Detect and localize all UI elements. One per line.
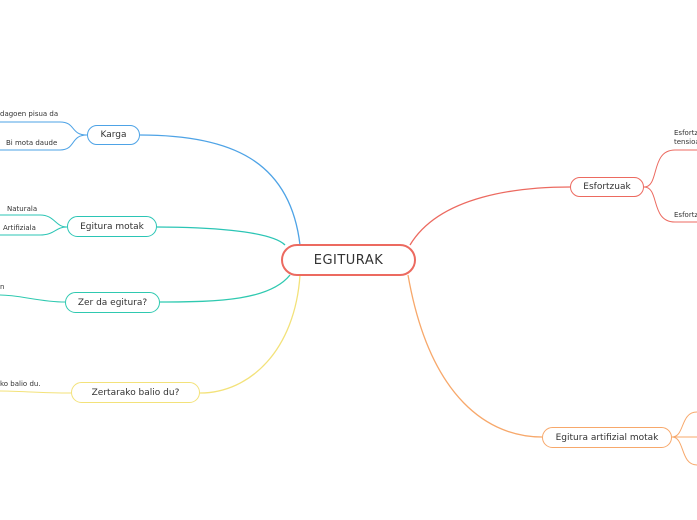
leaf-karga-2[interactable]: Bi mota daude (6, 139, 58, 147)
leaf-zertarako-1[interactable]: ko balio du. (0, 380, 41, 388)
line-karga (139, 134, 301, 246)
leaf-esfortzuak-1[interactable]: Esfortz (674, 129, 697, 137)
branch-zer-da[interactable]: Zer da egitura? (65, 292, 160, 313)
leaf-egitura-motak-2[interactable]: Artifiziala (3, 224, 36, 232)
line-zer-da (159, 274, 291, 303)
branch-zer-da-label: Zer da egitura? (77, 297, 148, 308)
branch-karga-label: Karga (100, 130, 127, 140)
branch-esfortzuak-label: Esfortzuak (583, 182, 631, 192)
line-artifizial (407, 274, 543, 438)
branch-zertarako[interactable]: Zertarako balio du? (71, 382, 200, 403)
leaf-esfortzuak-3[interactable]: Esfortz (674, 211, 697, 219)
branch-esfortzuak[interactable]: Esfortzuak (570, 177, 644, 197)
branch-egitura-motak[interactable]: Egitura motak (67, 216, 157, 237)
branch-karga[interactable]: Karga (87, 125, 140, 145)
center-node[interactable]: EGITURAK (281, 244, 416, 276)
line-egitura-motak (156, 226, 286, 246)
branch-artifizial[interactable]: Egitura artifizial motak (542, 427, 672, 448)
branch-egitura-motak-label: Egitura motak (80, 221, 144, 232)
branch-zertarako-label: Zertarako balio du? (91, 387, 180, 398)
leaf-karga-1[interactable]: dagoen pisua da (0, 110, 59, 118)
branch-artifizial-label: Egitura artifizial motak (555, 432, 659, 443)
leaf-esfortzuak-2[interactable]: tensioa (674, 138, 697, 146)
center-label: EGITURAK (313, 252, 384, 268)
leaf-zer-da-1[interactable]: n (0, 283, 5, 291)
line-zertarako (199, 274, 301, 394)
leaf-egitura-motak-1[interactable]: Naturala (7, 205, 38, 213)
line-esfortzuak (409, 186, 571, 246)
